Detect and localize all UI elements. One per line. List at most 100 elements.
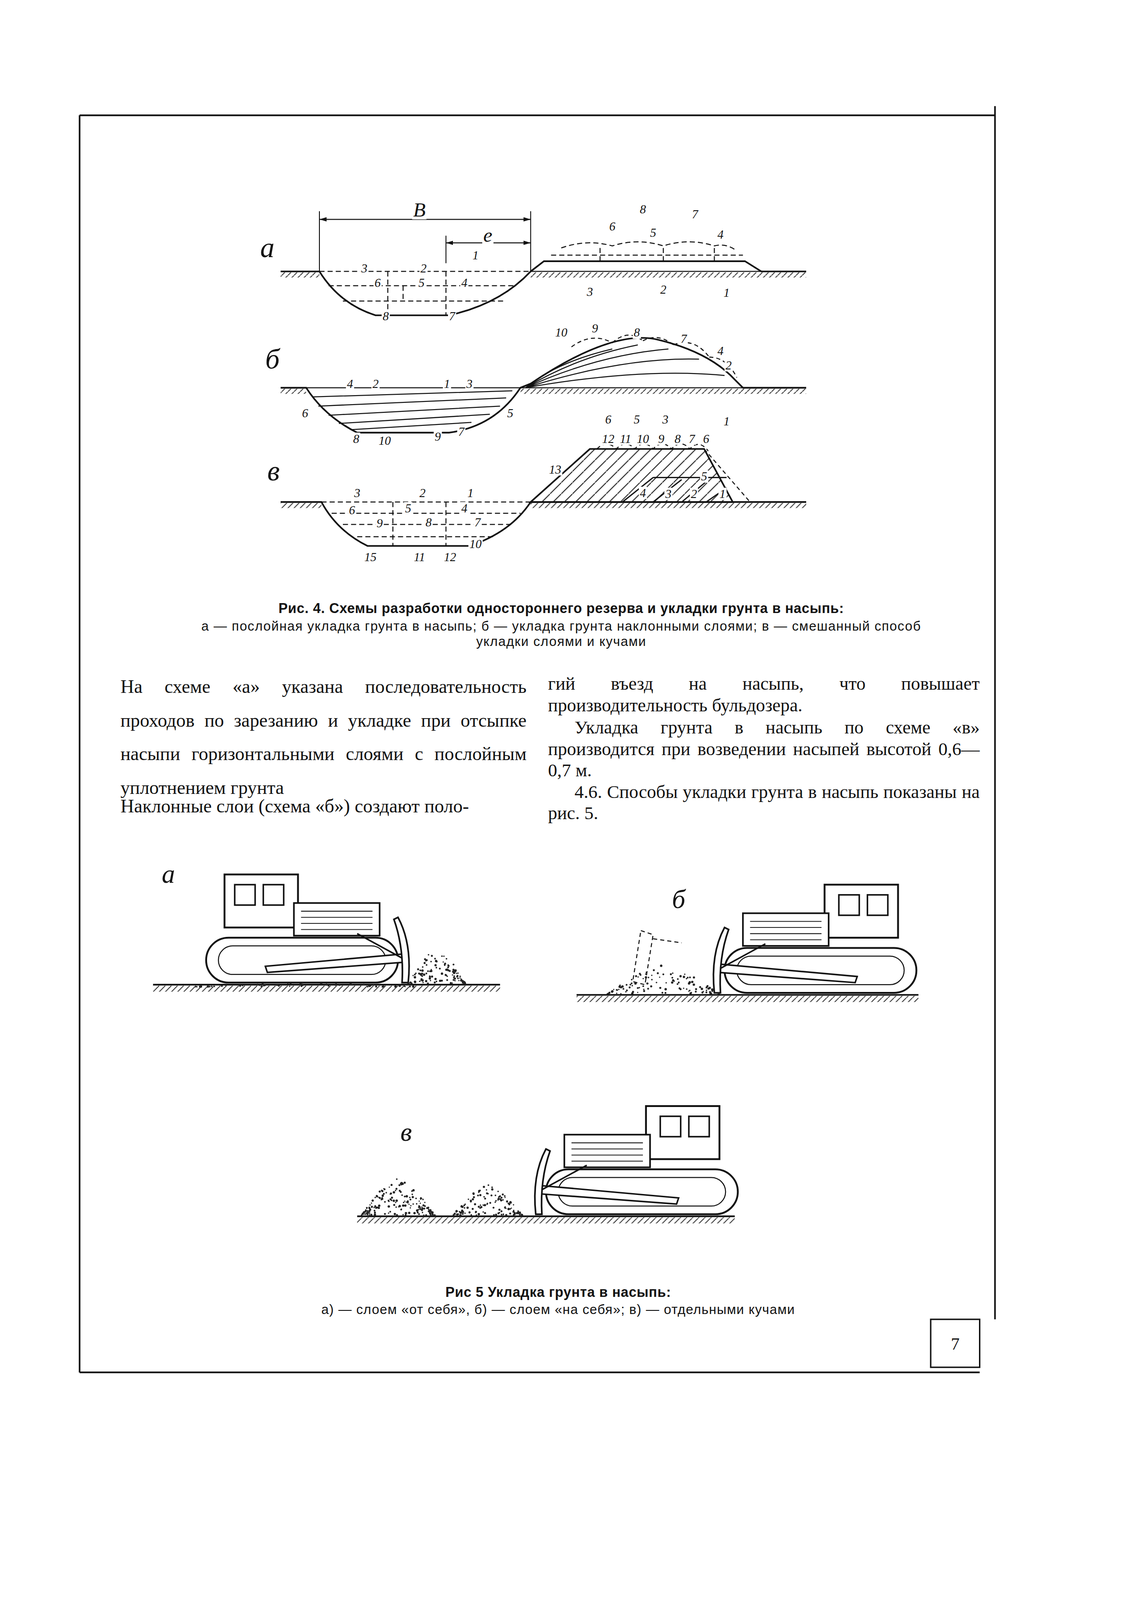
drawing-circle [391,1196,394,1200]
drawing-circle [404,1212,407,1215]
drawing-circle [613,988,615,991]
drawing-circle [370,1206,373,1209]
callout-number: 10 [635,432,651,445]
drawing-circle [647,988,650,990]
drawing-circle [504,1196,506,1199]
drawing-path [525,345,725,388]
drawing-circle [369,1204,371,1206]
callout-number: 9 [433,430,442,444]
callout-number: 4 [716,345,725,358]
drawing-circle [459,977,461,979]
drawing-circle [644,976,647,979]
drawing-circle [361,1213,364,1215]
drawing-circle [455,1209,458,1213]
callout-number: 3 [661,413,670,426]
drawing-circle [433,1214,436,1217]
drawing-circle [625,991,627,993]
drawing-g [194,954,721,1217]
drawing-path [306,387,521,430]
drawing-circle [687,982,691,985]
drawing-circle [429,1214,432,1217]
drawing-circle [474,1203,477,1206]
drawing-circle [463,1204,466,1207]
drawing-circle [608,992,611,995]
drawing-circle [383,1213,386,1215]
drawing-rect [520,388,807,394]
drawing-circle [431,1211,434,1215]
drawing-circle [635,975,638,978]
drawing-circle [491,1188,494,1191]
drawing-circle [256,983,259,985]
drawing-rect [280,503,322,508]
drawing-circle [418,1206,421,1209]
drawing-circle [625,983,628,986]
drawing-circle [446,975,448,978]
drawing-circle [638,987,641,989]
drawing-circle [389,1198,392,1201]
drawing-circle [431,1214,434,1216]
drawing-circle [483,1195,485,1198]
drawing-circle [659,976,661,979]
drawing-circle [409,1207,411,1209]
drawing-circle [370,984,372,987]
drawing-circle [645,971,648,974]
drawing-circle [507,1202,510,1205]
drawing-circle [301,982,304,984]
callout-number: 9 [375,517,384,530]
drawing-circle [393,1204,396,1207]
drawing-circle [509,1212,512,1215]
drawing-circle [426,982,429,985]
drawing-circle [510,1207,513,1210]
callout-number: 12 [600,432,616,445]
drawing-circle [669,973,673,976]
scheme-letter: а [160,861,176,888]
drawing-circle [692,976,696,979]
drawing-path [280,337,807,433]
drawing-circle [454,979,456,982]
drawing-circle [405,1201,407,1204]
callout-number: 2 [371,377,380,390]
drawing-circle [670,981,674,984]
drawing-circle [679,975,682,978]
callout-number: 5 [649,226,658,239]
drawing-circle [373,1209,376,1212]
body-text: 4.6. Способы укладки грунта в насыпь пок… [548,781,980,825]
drawing-circle [485,1189,488,1191]
drawing-circle [375,985,378,989]
drawing-circle [643,990,646,993]
drawing-circle [380,1189,383,1192]
drawing-path [280,502,807,546]
drawing-circle [479,1194,482,1197]
callout-number: 7 [690,207,699,221]
drawing-circle [429,975,432,979]
drawing-circle [403,1181,407,1185]
callout-number: 3 [465,377,474,390]
drawing-circle [435,960,438,963]
drawing-circle [260,985,263,988]
drawing-circle [360,1214,363,1216]
drawing-circle [682,975,685,979]
drawing-circle [467,1198,470,1201]
drawing-circle [628,986,631,989]
drawing-circle [477,1194,480,1197]
drawing-circle [472,1192,475,1195]
callout-number: 9 [657,432,666,445]
drawing-circle [398,1190,401,1192]
drawing-circle [630,982,633,985]
drawing-circle [410,1205,412,1207]
drawing-circle [486,1203,488,1206]
callout-number: 8 [632,326,641,339]
callout-number: 5 [632,413,641,426]
drawing-path [152,983,500,986]
drawing-circle [664,992,667,994]
drawing-circle [643,988,645,991]
drawing-circle [618,985,621,989]
callout-number: 7 [687,432,697,445]
callout-number: 6 [300,407,310,420]
drawing-circle [622,988,625,990]
scheme-letter: в [266,457,281,486]
drawing-circle [650,974,653,977]
drawing-circle [411,985,415,988]
drawing-circle [443,955,445,957]
scheme-letter: а [259,233,276,263]
